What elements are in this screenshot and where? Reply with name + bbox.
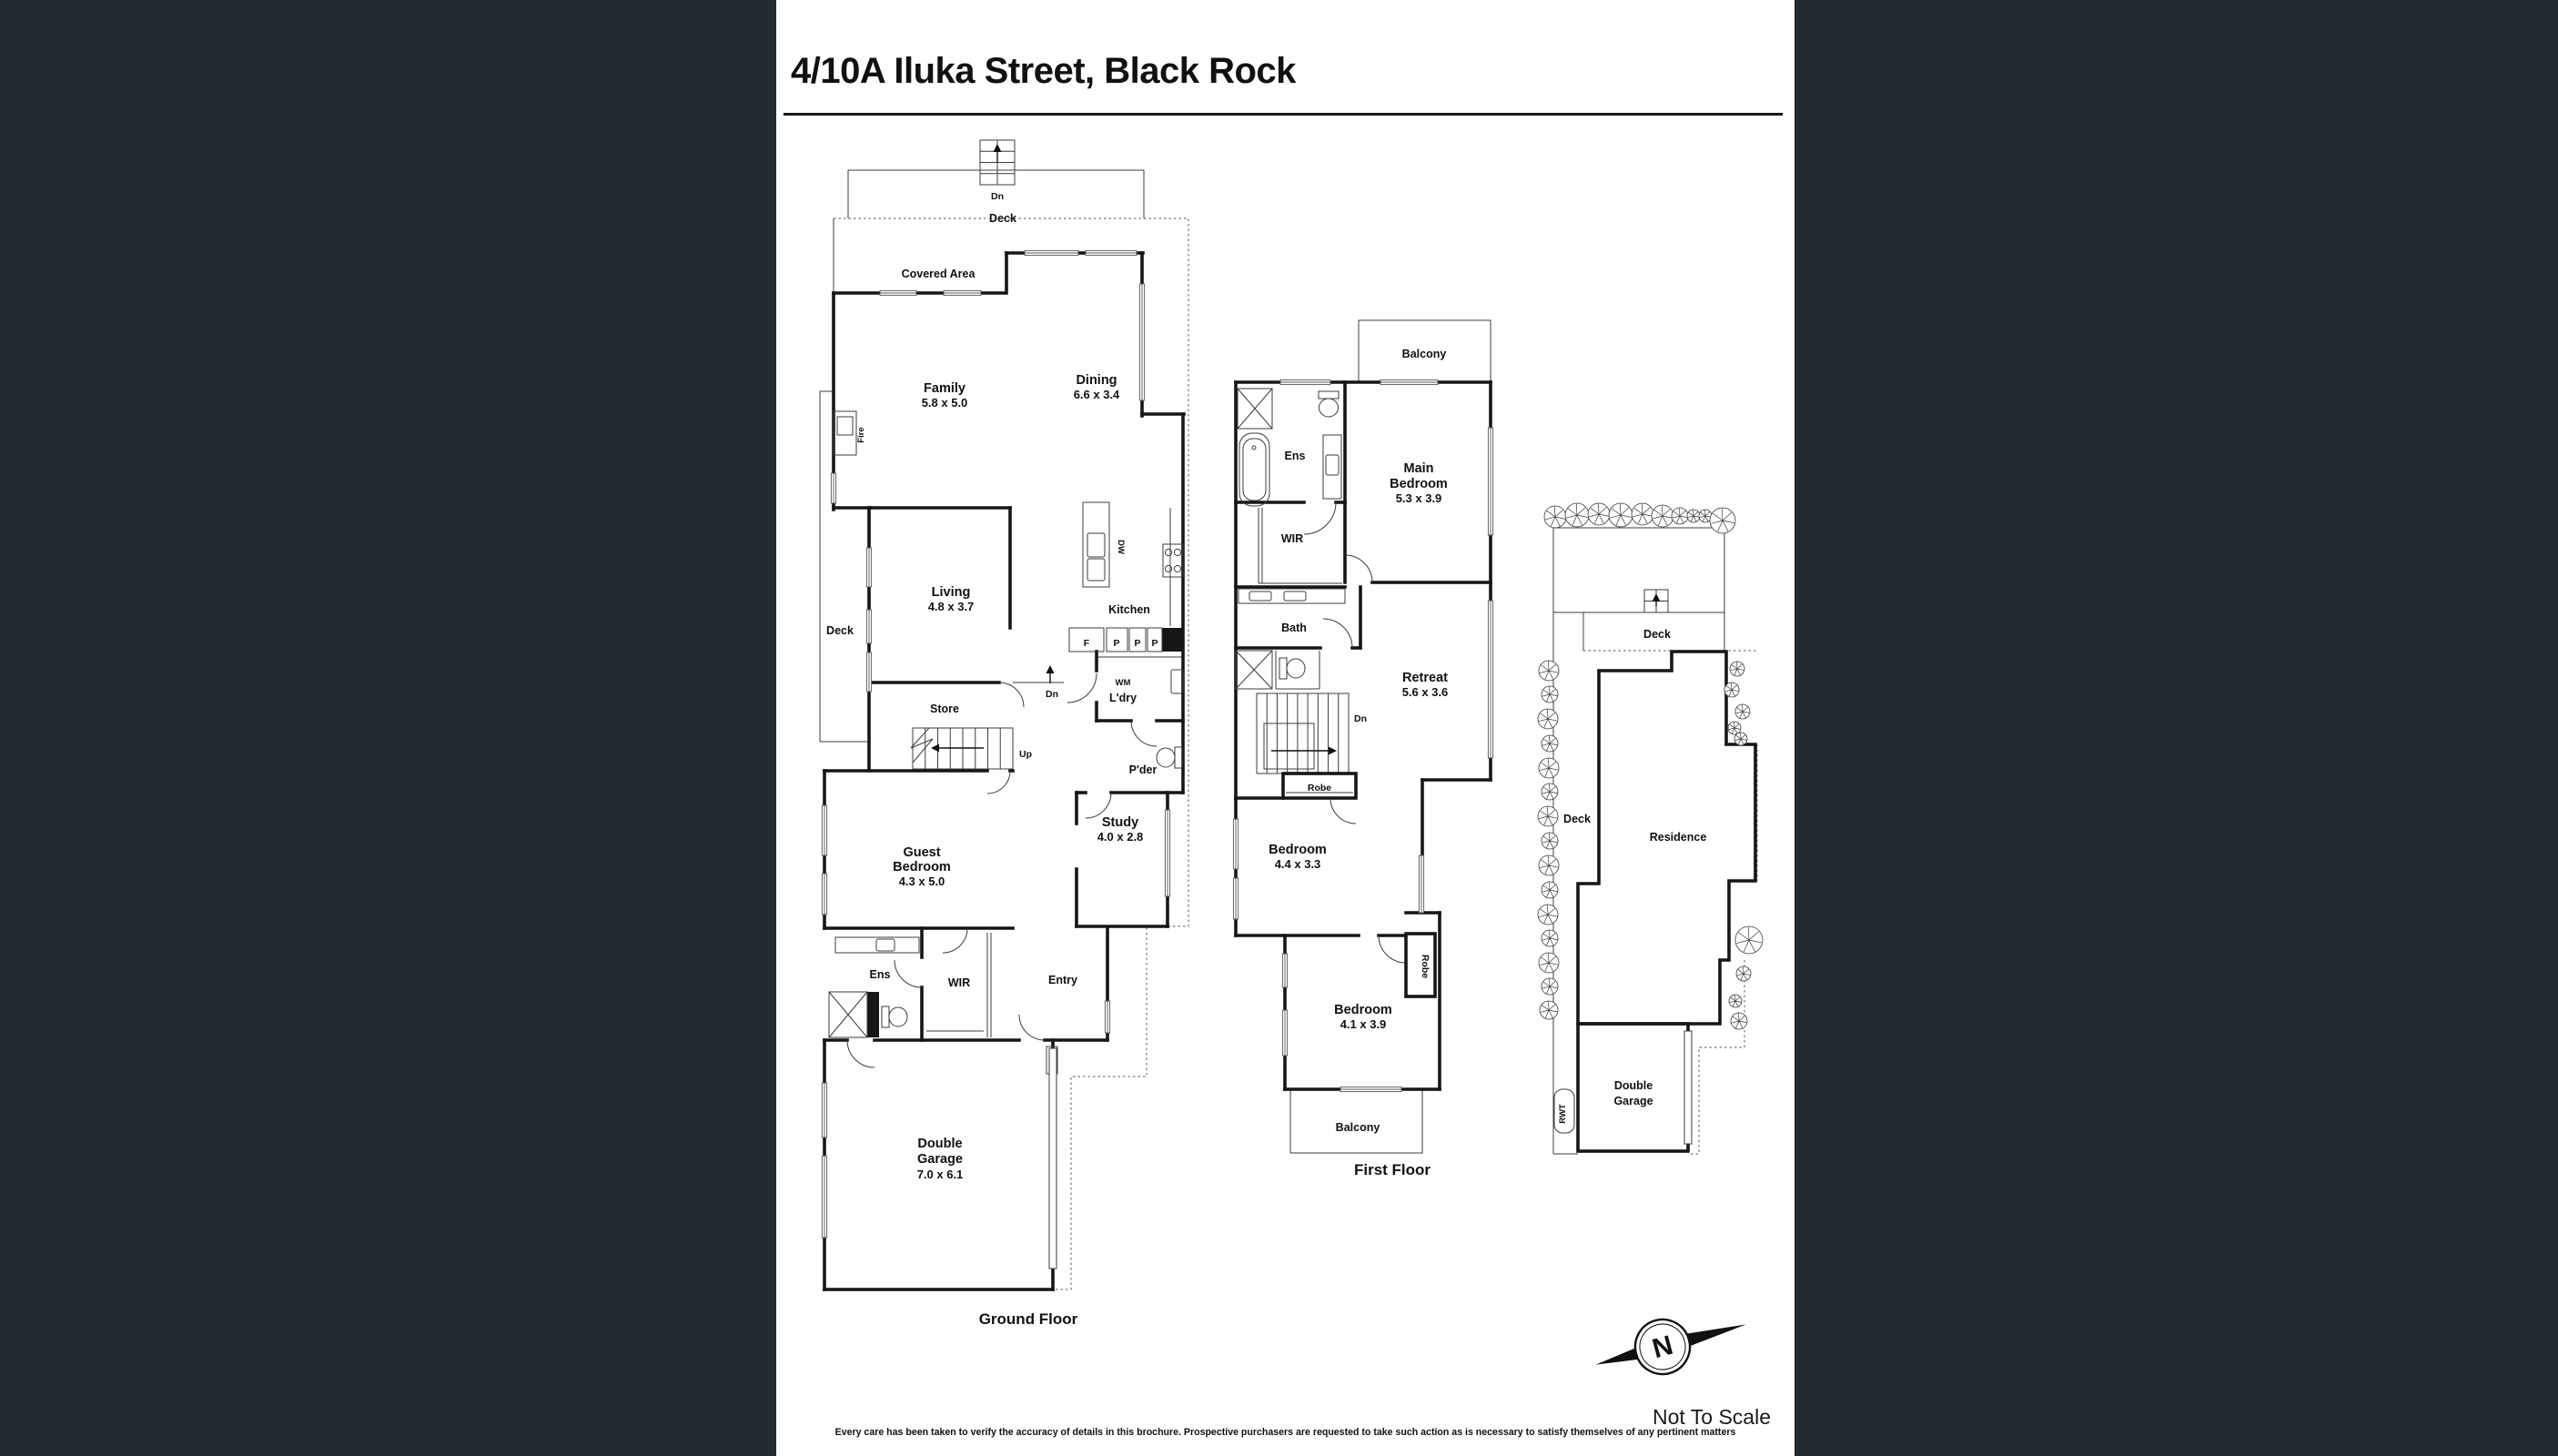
first-floor-title: First Floor [1354, 1161, 1431, 1178]
ground-floor-labels: Dn Deck Covered Area Family 5.8 x 5.0 Di… [826, 191, 1158, 1328]
gf-fire-label: Fire [856, 427, 866, 442]
ff-balcony-top-label: Balcony [1402, 348, 1447, 360]
gf-fridge-label: F [1084, 638, 1090, 649]
gf-living-label: Living [932, 585, 971, 600]
disclaimer-text: Every care has been taken to verify the … [834, 1427, 1736, 1438]
ff-robe-understair-label: Robe [1308, 783, 1331, 794]
gf-guest-label-1: Guest [903, 845, 940, 860]
gf-garage-label-2: Garage [917, 1152, 963, 1167]
ff-dn-label: Dn [1354, 713, 1367, 724]
ff-bed3-label: Bedroom [1334, 1003, 1392, 1017]
gf-pantry3-label: P [1151, 638, 1158, 649]
first-floor-labels: Balcony Ens Main Bedroom 5.3 x 3.9 WIR B… [1269, 348, 1448, 1178]
gf-dw-label: DW [1116, 540, 1126, 554]
ff-balcony-bottom-label: Balcony [1336, 1121, 1380, 1134]
sp-residence-label: Residence [1650, 831, 1707, 844]
page-title: 4/10A Iluka Street, Black Rock [791, 51, 1296, 91]
gf-laundry-label: L'dry [1109, 692, 1137, 704]
ground-floor-title: Ground Floor [979, 1310, 1078, 1328]
gf-garage-dims: 7.0 x 6.1 [917, 1168, 964, 1181]
ff-main-label-1: Main [1403, 461, 1433, 476]
sp-deck-top-label: Deck [1643, 628, 1671, 641]
first-floor-geometry [1232, 319, 1494, 1154]
sp-deck-left-label: Deck [1563, 813, 1591, 825]
ff-bed2-dims: 4.4 x 3.3 [1275, 857, 1321, 871]
gf-dn-mid-label: Dn [1046, 689, 1058, 700]
gf-pantry1-label: P [1113, 638, 1119, 649]
sp-rwt-label: RWT [1558, 1104, 1568, 1124]
ff-robe-side-label: Robe [1420, 955, 1431, 978]
sp-garage-label-1: Double [1614, 1079, 1653, 1092]
gf-dining-dims: 6.6 x 3.4 [1074, 388, 1120, 401]
not-to-scale-note: Not To Scale [1653, 1405, 1771, 1429]
floorplan-page: 4/10A Iluka Street, Black Rock Dn Deck C… [776, 0, 1795, 1456]
compass-ring-inner [1639, 1323, 1686, 1370]
gf-guest-dims: 4.3 x 5.0 [899, 875, 945, 888]
gf-study-label: Study [1102, 815, 1138, 830]
gf-ens-label: Ens [870, 968, 891, 981]
gf-family-label: Family [924, 381, 966, 396]
north-compass: N [1595, 1318, 1746, 1376]
gf-entry-label: Entry [1048, 974, 1077, 986]
gf-study-dims: 4.0 x 2.8 [1097, 830, 1144, 844]
ff-bed2-label: Bedroom [1269, 843, 1327, 857]
gf-powder-label: P'der [1129, 763, 1158, 776]
ff-wir-label: WIR [1281, 532, 1303, 545]
gf-store-label: Store [930, 703, 959, 715]
ground-floor-geometry [819, 139, 1189, 1291]
gf-deck-left-label: Deck [826, 624, 854, 637]
ff-bed3-dims: 4.1 x 3.9 [1340, 1017, 1387, 1031]
gf-guest-label-2: Bedroom [893, 860, 951, 875]
ff-main-label-2: Bedroom [1390, 477, 1448, 491]
ff-retreat-label: Retreat [1402, 671, 1448, 685]
gf-kitchen-label: Kitchen [1108, 603, 1150, 616]
gf-dining-label: Dining [1076, 373, 1117, 388]
gf-garage-label-1: Double [917, 1137, 962, 1151]
gf-living-dims: 4.8 x 3.7 [928, 600, 975, 613]
floorplan-canvas: Dn Deck Covered Area Family 5.8 x 5.0 Di… [819, 139, 1764, 1376]
gf-deck-top-label: Deck [989, 212, 1016, 225]
site-plan-labels: Deck Deck Residence Double Garage RWT [1558, 628, 1706, 1124]
gf-pantry2-label: P [1134, 638, 1140, 649]
gf-stair-dn-label: Dn [991, 191, 1004, 202]
gf-family-dims: 5.8 x 5.0 [922, 396, 968, 410]
ff-ens-label: Ens [1285, 450, 1306, 462]
compass-ring-outer [1633, 1318, 1692, 1376]
ff-retreat-dims: 5.6 x 3.6 [1402, 685, 1449, 699]
gf-covered-area-label: Covered Area [902, 268, 976, 280]
site-plan-geometry [1537, 502, 1764, 1155]
sp-garage-label-2: Garage [1613, 1095, 1653, 1107]
gf-wm-label: WM [1116, 678, 1131, 688]
gf-wir-label: WIR [948, 976, 970, 989]
ff-bath-label: Bath [1281, 622, 1307, 634]
ff-main-dims: 5.3 x 3.9 [1396, 491, 1442, 505]
gf-up-label: Up [1019, 749, 1032, 760]
title-divider [784, 113, 1783, 116]
